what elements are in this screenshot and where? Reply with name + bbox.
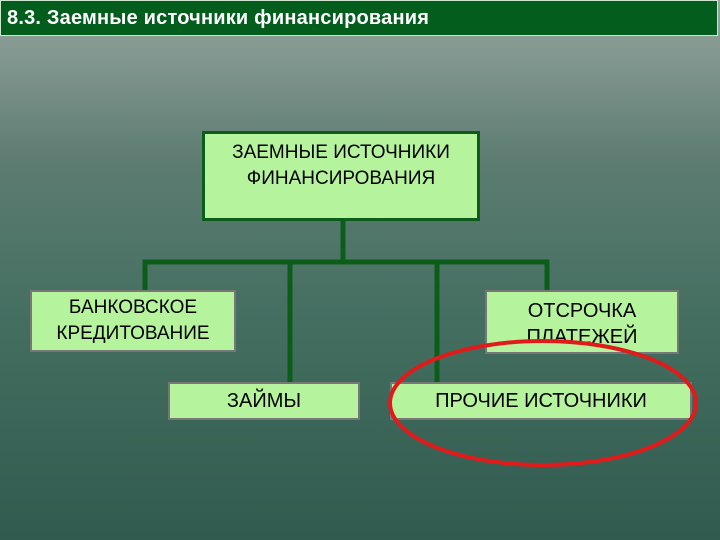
child-label-bank-lending: БАНКОВСКОЕ КРЕДИТОВАНИЕ [56, 297, 210, 344]
child-label-loans: ЗАЙМЫ [226, 390, 302, 412]
root-box: ЗАЕМНЫЕ ИСТОЧНИКИ ФИНАНСИРОВАНИЯ [202, 131, 480, 221]
child-label-other-sources: ПРОЧИЕ ИСТОЧНИКИ [435, 390, 647, 412]
slide-title: 8.3. Заемные источники финансирования [7, 7, 430, 29]
slide-title-bar: 8.3. Заемные источники финансирования [0, 0, 718, 36]
highlight-ellipse [388, 339, 698, 467]
root-label: ЗАЕМНЫЕ ИСТОЧНИКИ ФИНАНСИРОВАНИЯ [232, 142, 450, 189]
child-box-bank-lending: БАНКОВСКОЕ КРЕДИТОВАНИЕ [30, 290, 236, 352]
child-box-other-sources: ПРОЧИЕ ИСТОЧНИКИ [390, 382, 692, 420]
child-box-loans: ЗАЙМЫ [168, 382, 360, 420]
